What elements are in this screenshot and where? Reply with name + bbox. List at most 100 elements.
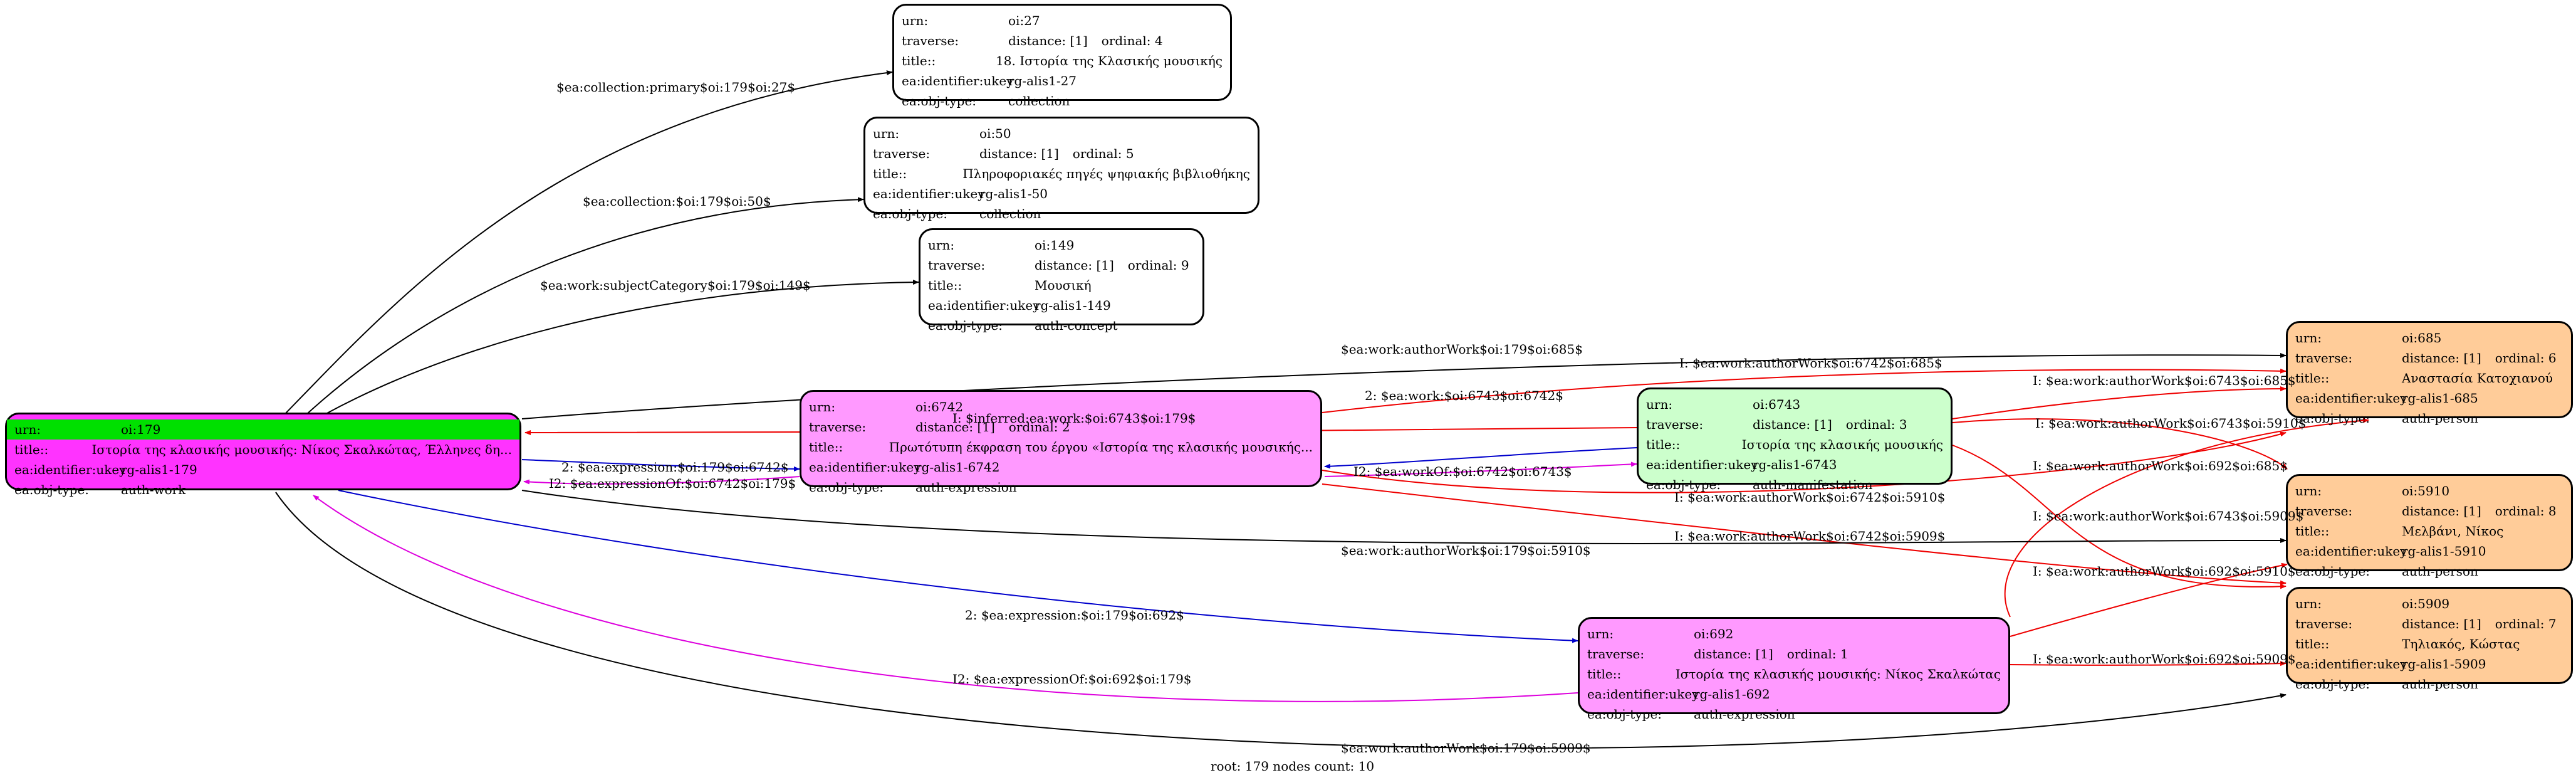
node-field-value: collection — [1008, 93, 1070, 108]
node-field-value: Μελβάνι, Νίκος — [2402, 524, 2504, 539]
node-field-key: traverse: — [1646, 417, 1704, 432]
node-field-value: rg-alis1-179 — [121, 462, 197, 477]
edge-label: $ea:work:authorWork$oi:179$oi:5909$ — [1341, 740, 1591, 756]
node-field-value: 18. Ιστορία της Κλασικής μουσικής — [996, 53, 1223, 68]
node-row: urn:oi:5909 — [2288, 594, 2571, 614]
edge-label: $ea:work:authorWork$oi:179$oi:685$ — [1341, 342, 1583, 357]
node-row: traverse:distance: [1]ordinal: 2 — [801, 417, 1320, 437]
node-field-value: distance: [1] — [979, 146, 1059, 161]
node-field-value: rg-alis1-6742 — [915, 460, 1000, 475]
edge-label: I: $ea:work:authorWork$oi:6742$oi:685$ — [1679, 356, 1942, 371]
node-field-ordinal: ordinal: 8 — [2495, 503, 2557, 519]
edge-label: I: $ea:work:authorWork$oi:6743$oi:685$ — [2033, 373, 2296, 388]
edge-13 — [1322, 431, 2287, 493]
edge-21 — [275, 492, 2287, 749]
node-field-value: oi:50 — [979, 126, 1011, 141]
node-field-value: Ιστορία της κλασικής μουσικής — [1741, 437, 1943, 452]
node-row: title::Τηλιακός, Κώστας — [2288, 634, 2571, 654]
node-field-ordinal: ordinal: 6 — [2495, 350, 2557, 366]
edge-16 — [521, 490, 2287, 544]
edge-8 — [1324, 447, 1637, 469]
node-field-value: oi:149 — [1035, 238, 1075, 253]
node-field-key: urn: — [14, 422, 41, 437]
node-row: title::Ιστορία της κλασικής μουσικής — [1639, 435, 1951, 455]
node-row: traverse:distance: [1]ordinal: 1 — [1580, 644, 2008, 664]
node-field-value: Αναστασία Κατοχιανού — [2402, 371, 2553, 386]
node-field-key: traverse: — [1587, 646, 1645, 661]
node-field-key: ea:identifier:ukey — [1587, 687, 1699, 702]
node-field-key: title:: — [2295, 524, 2330, 539]
edge-label: I: $inferred:ea:work:$oi:6743$oi:179$ — [952, 411, 1196, 426]
node-row: ea:obj-type:auth-person — [2288, 674, 2571, 694]
node-field-key: title:: — [14, 442, 49, 457]
node-field-key: title:: — [873, 166, 907, 181]
node-field-value: distance: [1] — [1753, 417, 1832, 432]
edge-label: I: $ea:work:authorWork$oi:6743$oi:5910$ — [2035, 416, 2307, 431]
edge-label: $ea:collection:primary$oi:179$oi:27$ — [556, 80, 796, 95]
node-field-value: distance: [1] — [915, 419, 995, 435]
edge-label: I: $ea:work:authorWork$oi:6743$oi:5909$ — [2033, 509, 2304, 524]
node-field-value: Πρωτότυπη έκφραση του έργου «Ιστορία της… — [889, 440, 1313, 455]
node-field-value: Πληροφοριακές πηγές ψηφιακής βιβλιοθήκης — [962, 166, 1250, 181]
node-field-key: ea:identifier:ukey — [1646, 457, 1758, 472]
node-row: ea:obj-type:auth-expression — [1580, 704, 2008, 724]
node-field-value: oi:692 — [1694, 626, 1734, 641]
node-row: urn:oi:149 — [920, 235, 1202, 255]
node-row: title::Ιστορία της κλασικής μουσικής: Νί… — [7, 440, 519, 460]
edge-1 — [306, 197, 864, 414]
node-field-key: ea:obj-type: — [902, 93, 977, 108]
node-field-key: ea:obj-type: — [809, 480, 884, 495]
edge-label: $ea:work:authorWork$oi:179$oi:5910$ — [1341, 543, 1591, 558]
node-row: ea:obj-type: auth-expression — [801, 477, 1320, 497]
node-row: traverse:distance: [1]ordinal: 3 — [1639, 414, 1951, 435]
node-field-value: auth-person — [2402, 564, 2478, 579]
node-field-value: auth-expression — [1694, 707, 1795, 722]
node-field-key: ea:obj-type: — [1646, 477, 1721, 492]
node-field-value: auth-work — [121, 482, 186, 497]
node-field-value: Ιστορία της κλασικής μουσικής: Νίκος Σκα… — [91, 442, 512, 457]
node-field-value: auth-concept — [1035, 318, 1118, 333]
node-row: title::Ιστορία της κλασικής μουσικής: Νί… — [1580, 664, 2008, 684]
node-row: urn:oi:6743 — [1639, 394, 1951, 414]
node-field-value: rg-alis1-149 — [1035, 298, 1111, 313]
node-row: traverse:distance: [1]ordinal: 7 — [2288, 614, 2571, 634]
node-field-value: Ιστορία της κλασικής μουσικής: Νίκος Σκα… — [1675, 667, 2001, 682]
edge-9 — [1952, 418, 2288, 470]
node-field-value: auth-expression — [915, 480, 1017, 495]
node-field-key: title:: — [2295, 371, 2330, 386]
node-field-ordinal: ordinal: 7 — [2495, 616, 2557, 631]
node-field-key: ea:obj-type: — [873, 206, 948, 221]
node-n692[interactable]: urn: oi:692 traverse:distance: [1]ordinal:… — [1578, 617, 2010, 722]
node-field-key: traverse: — [902, 33, 959, 48]
node-row: traverse:distance: [1]ordinal: 6 — [2288, 348, 2571, 368]
node-field-value: oi:6743 — [1753, 397, 1801, 412]
edge-label: I2: $ea:workOf:$oi:6742$oi:6743$ — [1353, 464, 1572, 479]
node-field-key: urn: — [1587, 626, 1614, 641]
node-field-value: distance: [1] — [1008, 33, 1088, 48]
edge-3 — [521, 352, 2287, 419]
node-row: ea:obj-type:collection — [865, 204, 1258, 224]
node-field-ordinal: ordinal: 2 — [1008, 419, 1070, 435]
edge-12 — [2004, 418, 2369, 618]
node-field-key: traverse: — [2295, 503, 2353, 519]
node-field-value: rg-alis1-50 — [979, 186, 1048, 201]
node-field-key: urn: — [809, 399, 836, 414]
node-field-value: oi:5910 — [2402, 483, 2450, 498]
node-field-key: traverse: — [2295, 350, 2353, 366]
node-field-value: oi:6742 — [915, 399, 964, 414]
